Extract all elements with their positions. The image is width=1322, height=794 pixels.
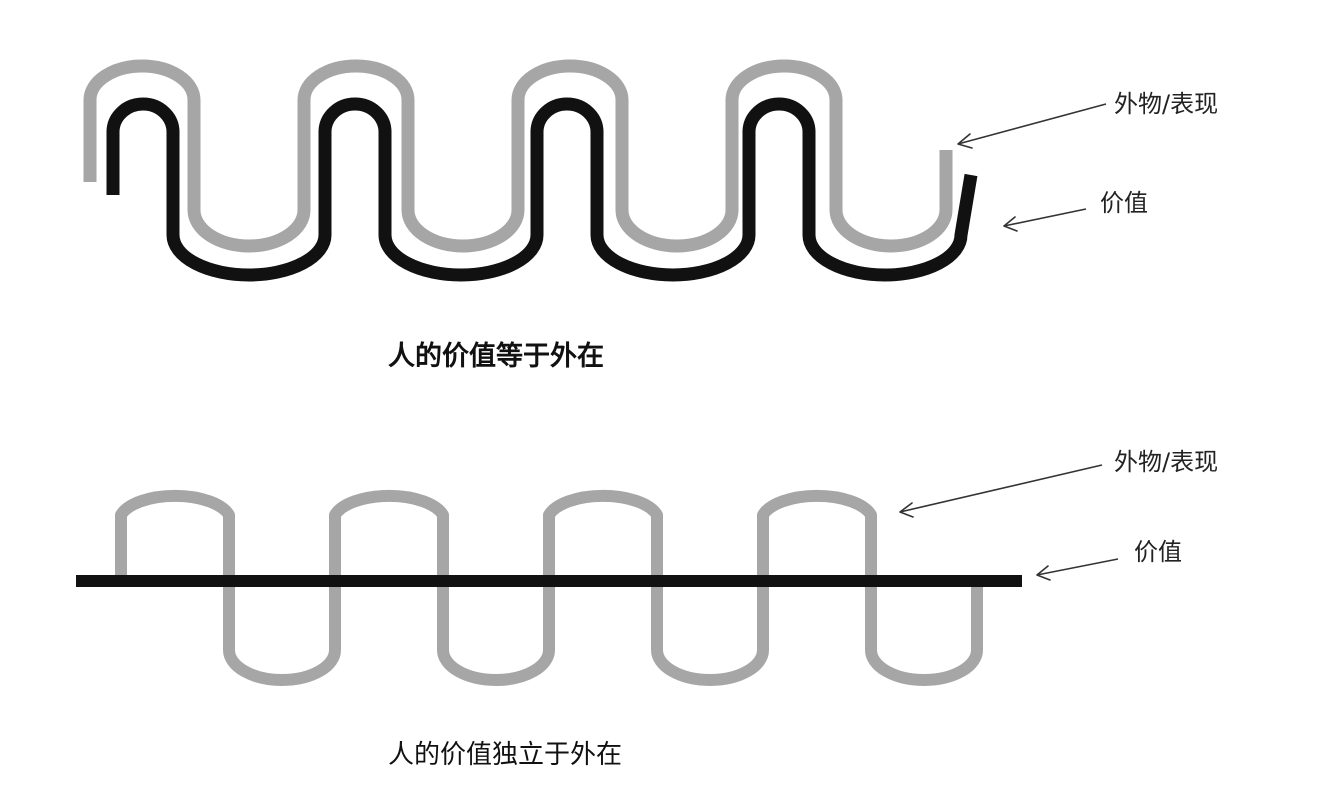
- top-label-value: 价值: [1100, 189, 1148, 217]
- top-panel: 外物/表现 价值 人的价值等于外在: [83, 59, 1218, 372]
- bottom-label-appearance: 外物/表现: [1114, 448, 1218, 476]
- bottom-label-value: 价值: [1134, 538, 1182, 566]
- top-appearance-wave: [83, 59, 953, 253]
- top-appearance-arrow: [957, 103, 1107, 149]
- top-label-appearance: 外物/表现: [1114, 90, 1218, 118]
- top-value-wave: [106, 97, 978, 282]
- top-value-arrow: [1003, 208, 1087, 232]
- bottom-appearance-wave: [115, 489, 983, 686]
- top-caption: 人的价值等于外在: [388, 340, 604, 372]
- bottom-appearance-arrow: [899, 464, 1103, 518]
- bottom-caption: 人的价值独立于外在: [388, 740, 622, 770]
- bottom-panel: 外物/表现 价值 人的价值独立于外在: [76, 448, 1218, 770]
- bottom-value-arrow: [1036, 558, 1119, 581]
